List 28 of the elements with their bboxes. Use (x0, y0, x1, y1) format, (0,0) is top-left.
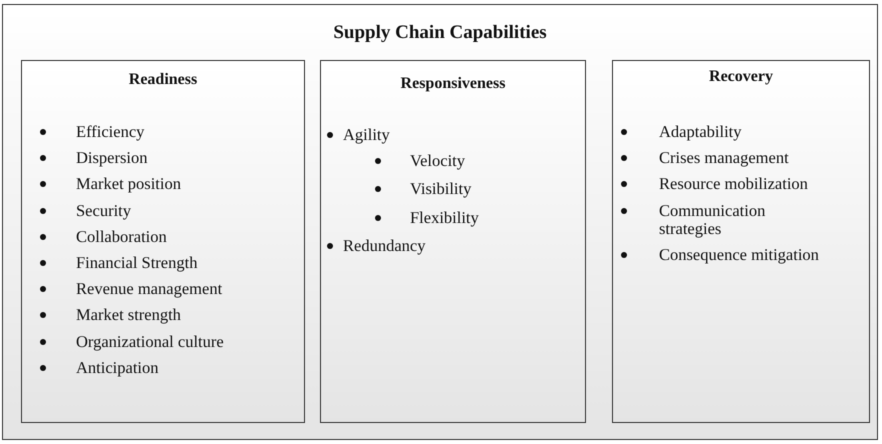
panel-heading: Responsiveness (400, 75, 506, 93)
bullet-item: Dispersion (76, 149, 148, 168)
bullet-item: Adaptability (659, 123, 742, 141)
bullet-item: Visibility (410, 180, 472, 198)
bullet-item: Collaboration (76, 228, 168, 246)
bullet-item: Crises management (659, 149, 790, 168)
category-panel (612, 60, 870, 423)
panel-heading: Readiness (128, 71, 198, 89)
outer-panel (2, 4, 878, 440)
bullet-item: Agility (343, 126, 391, 144)
bullet-item: Consequence mitigation (659, 246, 820, 264)
bullet-item: Anticipation (76, 358, 160, 377)
bullet-item: Market strength (76, 306, 182, 324)
bullet-item: Revenue management (76, 280, 224, 298)
bullet-item: Redundancy (343, 236, 426, 255)
bullet-item: Flexibility (410, 208, 480, 227)
panel-heading: Recovery (708, 68, 774, 86)
bullet-item: Resource mobilization (659, 175, 809, 194)
bullet-item: Security (76, 202, 132, 220)
category-panel (21, 60, 305, 423)
bullet-item: Communication strategies (659, 202, 766, 238)
panel-heading: Supply Chain Capabilities (332, 22, 548, 44)
category-panel (320, 60, 586, 423)
bullet-item: Efficiency (76, 123, 146, 141)
bullet-item: Velocity (410, 152, 466, 170)
bullet-item: Financial Strength (76, 254, 198, 272)
bullet-item: Organizational culture (76, 332, 225, 351)
bullet-item: Market position (76, 175, 182, 194)
